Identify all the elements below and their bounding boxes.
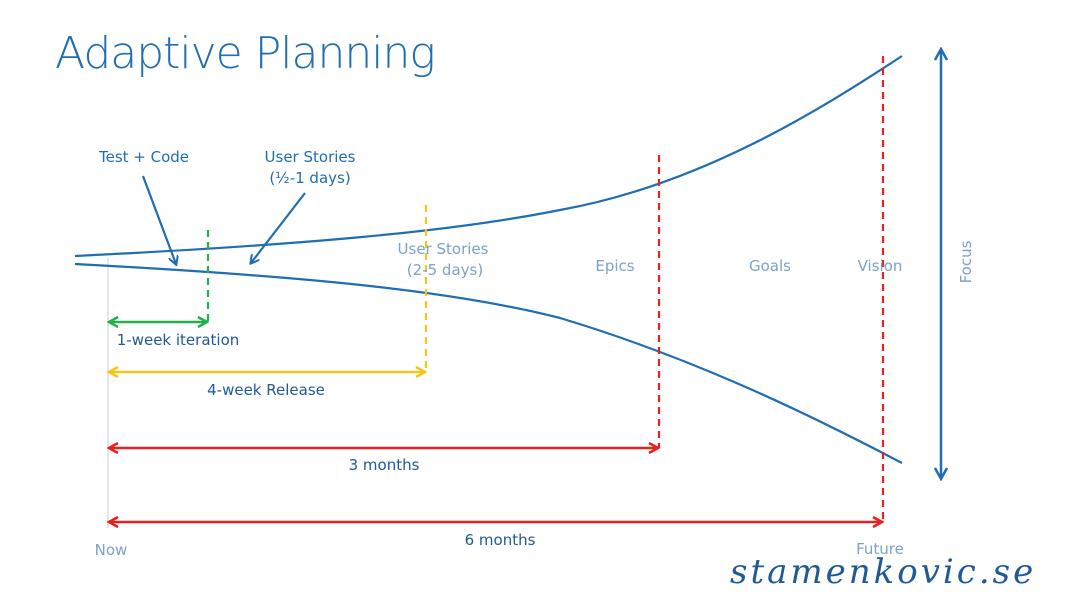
- site-signature: stamenkovic.se: [730, 552, 1037, 592]
- user-stories-pointer-arrow: [251, 192, 306, 263]
- test-code-label: Test + Code: [98, 148, 190, 166]
- vision-label: Vision: [857, 257, 903, 275]
- focus-label: Focus: [957, 240, 975, 284]
- now-label: Now: [94, 541, 128, 559]
- funnel-lower-curve: [74, 262, 903, 464]
- three-months-span-label: 3 months: [348, 456, 420, 474]
- user-stories-short-duration: (½-1 days): [269, 169, 351, 187]
- six-months-span-label: 6 months: [464, 531, 536, 549]
- user-stories-long-duration: (2-5 days): [406, 261, 484, 279]
- epics-label: Epics: [595, 257, 635, 275]
- iteration-span-label: 1-week iteration: [116, 331, 240, 349]
- goals-label: Goals: [749, 257, 791, 275]
- future-label: Future: [856, 540, 904, 558]
- test-code-pointer-arrow: [141, 175, 176, 264]
- page-title: Adaptive Planning: [55, 28, 436, 79]
- release-span-label: 4-week Release: [207, 381, 325, 399]
- user-stories-short-label: User Stories: [264, 148, 356, 166]
- user-stories-long-label: User Stories: [397, 240, 489, 258]
- funnel-upper-curve: [74, 55, 903, 258]
